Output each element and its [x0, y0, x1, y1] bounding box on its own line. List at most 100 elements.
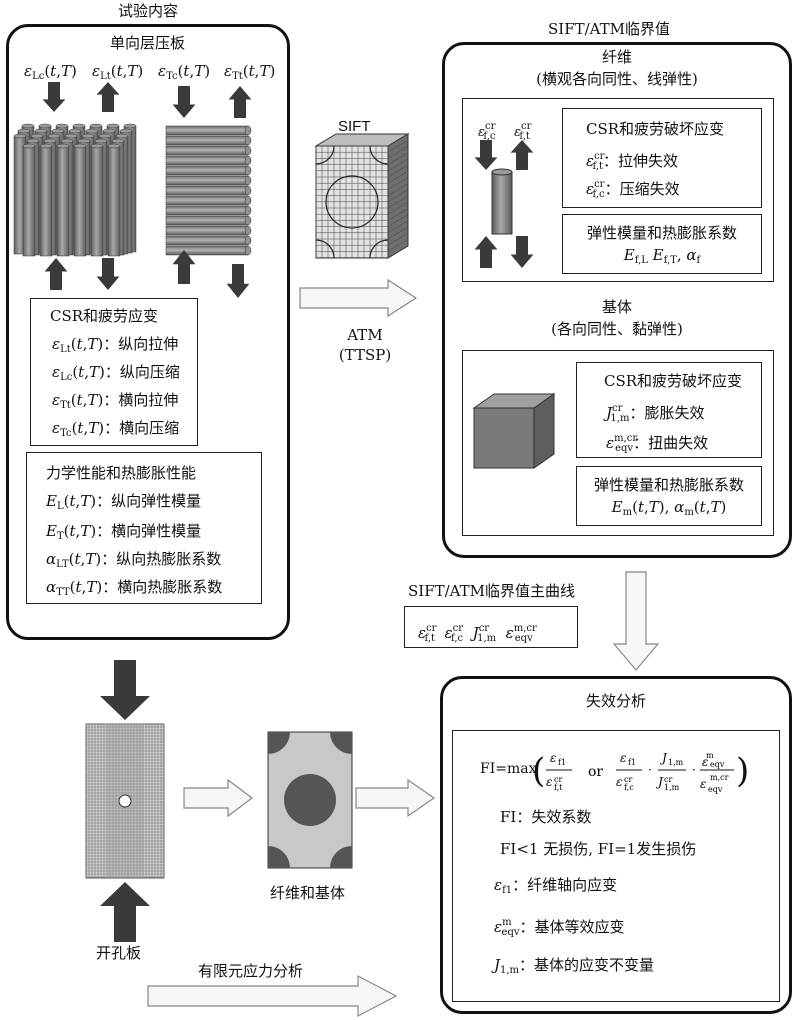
hollow-arrow-right-2 — [183, 778, 253, 818]
matrix-cube-figure — [472, 393, 556, 469]
strain-label-tt: εTt(t,T) — [224, 62, 276, 82]
svg-text:cr: cr — [624, 775, 632, 784]
load-arrow-icon — [42, 82, 66, 112]
svg-text:J: J — [659, 751, 668, 765]
ttsp-label: (TTSP) — [338, 346, 392, 364]
matrix-elastic-symbols: Em(t,T), αm(t,T) — [611, 498, 727, 518]
sift-atm-critical-panel — [442, 42, 792, 558]
svg-text:1,m: 1,m — [664, 783, 680, 792]
eps-eqv-definition: εmeqv：基体等效应变 — [494, 917, 625, 938]
fiber-failure-tensile: εcrf,t：拉伸失效 — [586, 151, 679, 172]
svg-text:cr: cr — [554, 775, 562, 784]
matrix-failure-dilatational: Jcr1,m：膨胀失效 — [606, 403, 705, 424]
matrix-elastic-title: 弹性模量和热膨胀系数 — [593, 476, 744, 494]
laminate-csr-box — [30, 298, 198, 446]
svg-text:ε: ε — [550, 751, 556, 765]
fiber-elastic-title: 弹性模量和热膨胀系数 — [586, 224, 737, 242]
fiber-figure — [474, 140, 534, 268]
strain-label-tc: εTc(t,T) — [158, 62, 211, 82]
load-arrow-icon — [44, 258, 68, 290]
mech-item-et: ET(t,T)：横向弹性模量 — [46, 522, 202, 542]
load-arrow-icon — [172, 86, 196, 118]
svg-text:or: or — [588, 764, 603, 780]
svg-text:ε: ε — [700, 777, 706, 791]
failure-analysis-panel — [440, 676, 792, 1014]
hollow-arrow-down — [612, 571, 660, 671]
sift-atm-critical-title: SIFT/ATM临界值 — [548, 20, 671, 38]
strain-label-lt: εLt(t,T) — [92, 62, 144, 82]
open-hole-plate-label: 开孔板 — [96, 944, 142, 962]
load-arrow-icon — [172, 250, 196, 284]
master-curve-symbols: εcrf,t εcrf,c Jcr1,m εm,creqv — [418, 623, 537, 644]
load-arrow-icon — [96, 82, 120, 112]
laminate-csr-title: CSR和疲劳应变 — [50, 307, 159, 325]
longitudinal-fibers-icon — [13, 123, 137, 257]
svg-text:ε: ε — [702, 755, 708, 769]
svg-text:f,t: f,t — [554, 783, 563, 792]
csr-item-tc: εTc(t,T)：横向压缩 — [52, 419, 180, 439]
load-arrow-icon — [510, 236, 534, 268]
rve-mesh-figure — [314, 133, 410, 259]
mech-item-el: EL(t,T)：纵向弹性模量 — [46, 492, 202, 512]
j1-definition: J1,m：基体的应变不变量 — [494, 956, 655, 976]
load-arrow-icon — [474, 140, 498, 170]
fiber-matrix-cell-figure — [267, 731, 353, 869]
svg-text:eqv: eqv — [710, 760, 725, 769]
hollow-arrow-right-long — [147, 975, 398, 1017]
svg-text:): ) — [736, 751, 749, 791]
svg-text:·: · — [648, 763, 652, 777]
fiber-and-matrix-label: 纤维和基体 — [270, 884, 346, 902]
matrix-title: 基体 — [601, 298, 632, 316]
matrix-csr-box — [576, 362, 762, 458]
matrix-csr-title: CSR和疲劳破坏应变 — [604, 372, 743, 390]
test-content-panel — [6, 24, 290, 640]
svg-text:f,c: f,c — [624, 783, 634, 792]
failure-analysis-title: 失效分析 — [585, 692, 646, 710]
load-arrow-icon — [228, 86, 252, 118]
fiber-strain-fc: εcrf,c — [478, 121, 496, 142]
transverse-fibers-icon — [165, 125, 252, 256]
eps-f1-definition: εf1：纤维轴向应变 — [494, 876, 618, 896]
fiber-failure-compressive: εcrf,c：压缩失效 — [586, 179, 680, 200]
svg-text:m: m — [706, 751, 714, 760]
svg-text:cr: cr — [664, 775, 672, 784]
mech-item-alt: αLT(t,T)：纵向热膨胀系数 — [46, 550, 222, 570]
master-curve-box — [404, 606, 578, 648]
svg-text:·: · — [692, 763, 696, 777]
failure-formula-box — [452, 730, 780, 1002]
fiber-csr-title: CSR和疲劳破坏应变 — [586, 120, 725, 138]
fiber-elastic-symbols: Ef,L Ef,T, αf — [623, 246, 701, 266]
laminate-mech-title: 力学性能和热膨胀性能 — [46, 464, 197, 482]
matrix-failure-distortional: εm,creqv：扭曲失效 — [606, 433, 709, 454]
fiber-subtitle: (横观各向同性、线弹性) — [536, 70, 698, 88]
hollow-arrow-right-1 — [299, 278, 418, 318]
svg-text:ε: ε — [620, 751, 626, 765]
laminate-figure — [13, 82, 252, 298]
svg-text:f1: f1 — [558, 758, 566, 767]
load-arrow-icon — [96, 258, 120, 290]
load-arrow-icon — [474, 236, 498, 268]
csr-item-lt: εLt(t,T)：纵向拉伸 — [52, 335, 179, 355]
hollow-arrow-right-3 — [355, 778, 436, 818]
sift-label: SIFT — [338, 118, 371, 135]
fiber-title: 纤维 — [601, 48, 632, 66]
svg-text:J: J — [655, 775, 664, 789]
strain-label-lc: εLc(t,T) — [24, 62, 77, 82]
csr-item-tt: εTt(t,T)：横向拉伸 — [52, 391, 179, 411]
fi-definition: FI：失效系数 — [500, 808, 592, 826]
open-hole-plate-figure — [85, 660, 165, 942]
svg-text:ε: ε — [546, 775, 552, 789]
test-content-title: 试验内容 — [118, 2, 179, 20]
laminate-mech-box — [26, 452, 262, 604]
fiber-strain-ft: εcrf,t — [514, 121, 532, 142]
mech-item-att: αTT(t,T)：横向热膨胀系数 — [46, 578, 223, 598]
fiber-elastic-box — [562, 214, 762, 274]
atm-label: ATM — [347, 326, 383, 344]
fe-stress-analysis-label: 有限元应力分析 — [198, 962, 304, 980]
fi-rule: FI<1 无损伤, FI=1发生损伤 — [500, 840, 697, 858]
svg-text:m,cr: m,cr — [710, 773, 729, 782]
svg-text:(: ( — [532, 751, 545, 791]
svg-text:ε: ε — [616, 775, 622, 789]
matrix-subtitle: (各向同性、黏弹性) — [551, 320, 683, 338]
